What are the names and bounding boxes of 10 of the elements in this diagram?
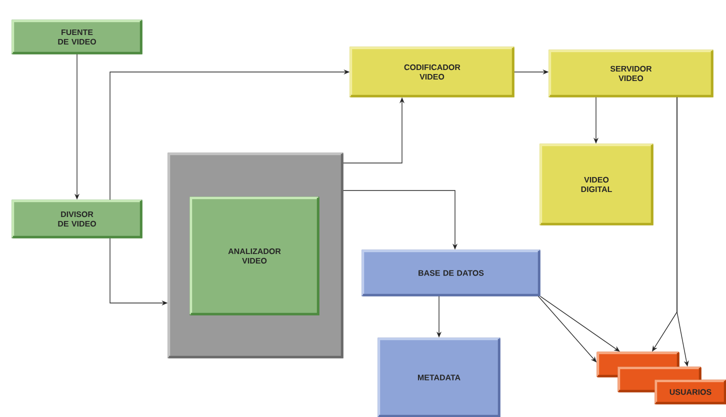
process-box: BASE DE DATOS	[362, 250, 540, 296]
process-box: USUARIOS	[654, 380, 726, 404]
process-box: ANALIZADOR VIDEO	[190, 196, 320, 316]
arrow	[540, 296, 620, 352]
process-box: FUENTE DE VIDEO	[12, 20, 142, 54]
process-box: CODIFICADOR VIDEO	[350, 46, 514, 98]
process-box: VIDEO DIGITAL	[540, 144, 654, 226]
process-box: DIVISOR DE VIDEO	[12, 200, 142, 238]
process-box: METADATA	[378, 338, 500, 417]
process-box: SERVIDOR VIDEO	[548, 50, 714, 98]
